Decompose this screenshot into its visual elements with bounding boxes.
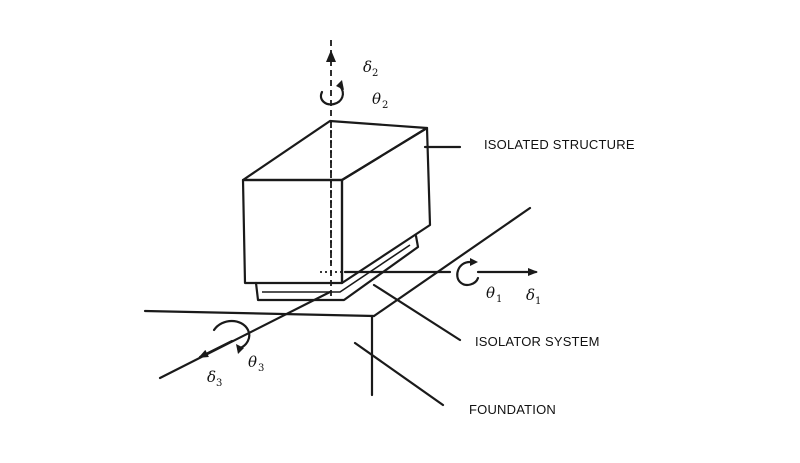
foundation-lines [143,206,532,407]
axis-3 [158,290,332,380]
theta2-symbol: θ [372,90,381,108]
delta1-subscript: 1 [535,296,541,307]
theta3-symbol: θ [248,353,257,371]
foundation-label: FOUNDATION [469,402,556,417]
delta2-symbol: δ [363,58,372,76]
vertical-axis [326,40,336,300]
delta1-symbol: δ [526,286,535,304]
theta3-subscript: 3 [258,363,264,374]
theta1-rotation-arrow [456,260,480,287]
theta3-rotation-arrow [212,319,251,350]
isolator-system-leader [372,283,462,342]
theta2-rotation-arrow [319,84,344,106]
delta3-subscript: 3 [216,378,222,389]
isolator-system-label: ISOLATOR SYSTEM [475,334,600,349]
isolated-structure-label: ISOLATED STRUCTURE [484,137,635,152]
delta3-symbol: δ [207,368,216,386]
isolator-system-plate [254,234,420,302]
theta2-subscript: 2 [382,100,388,111]
isolated-structure-box [241,119,432,285]
theta1-subscript: 1 [496,294,502,305]
delta2-subscript: 2 [372,68,378,79]
theta1-symbol: θ [486,284,495,302]
